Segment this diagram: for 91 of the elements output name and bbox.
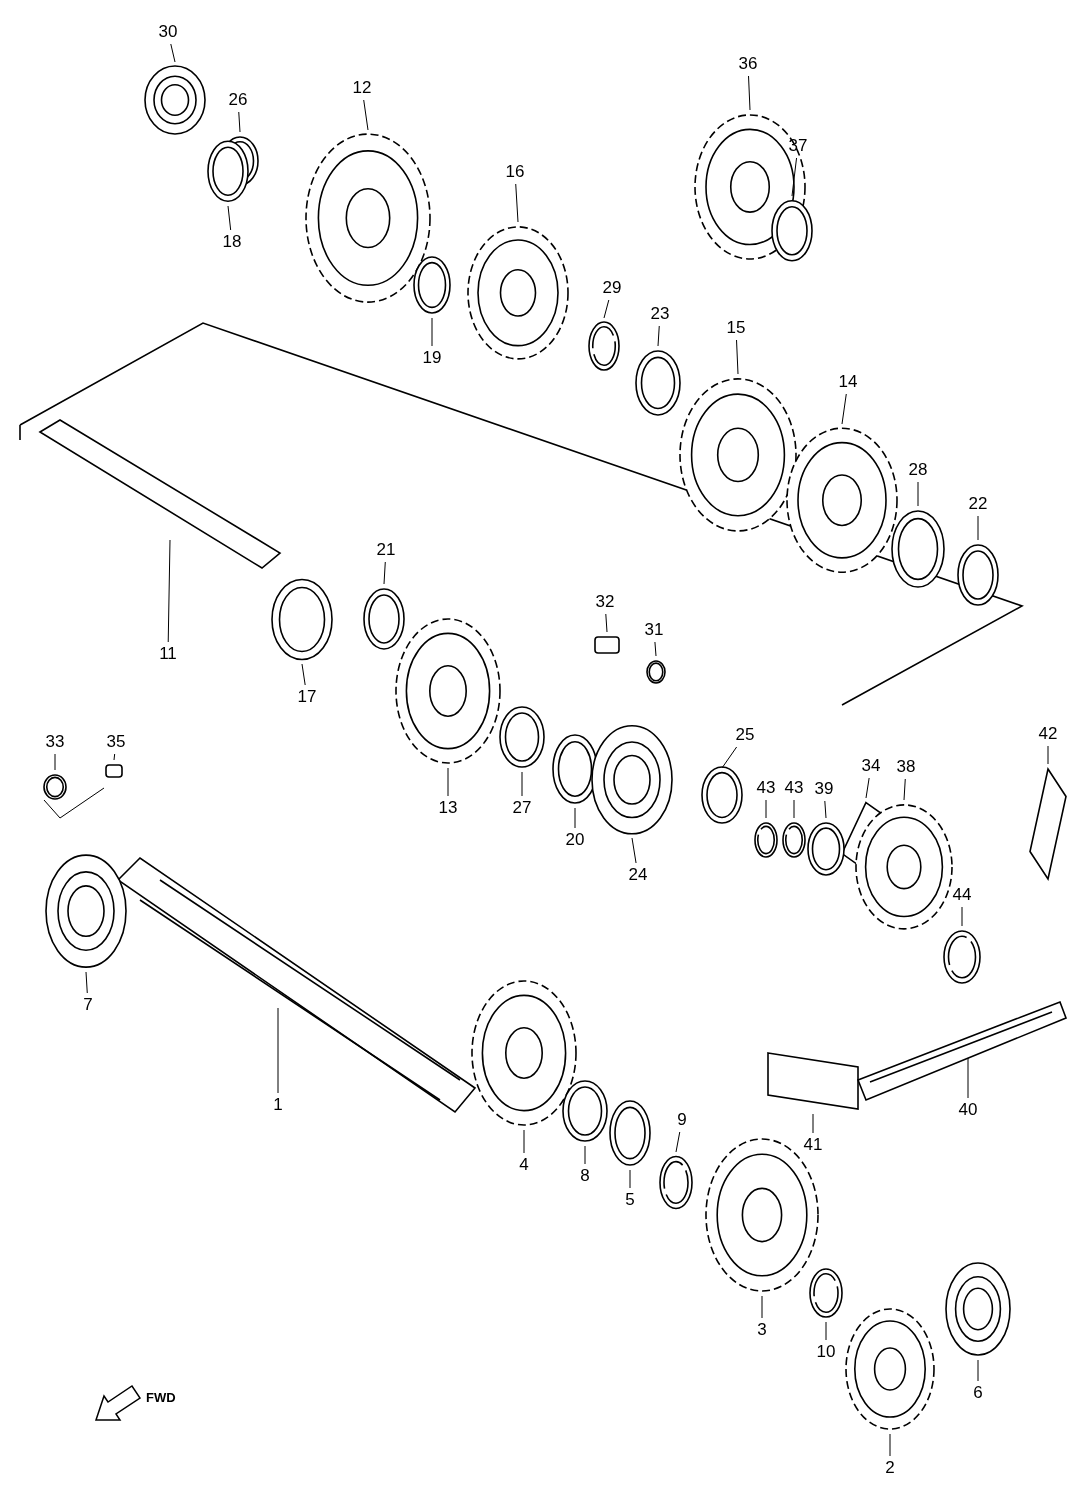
callout-number: 22 — [968, 494, 988, 514]
callout-number: 24 — [628, 865, 648, 885]
callout-number: 20 — [565, 830, 585, 850]
leader-line — [961, 906, 963, 927]
callout-number: 6 — [968, 1383, 988, 1403]
leader-line — [977, 1359, 979, 1382]
callout-number: 31 — [644, 620, 664, 640]
callout-number: 8 — [575, 1166, 595, 1186]
callout-number: 43 — [784, 778, 804, 798]
leader-line — [675, 1131, 681, 1153]
callout-number: 33 — [45, 732, 65, 752]
leader-line — [521, 771, 523, 797]
callout-number: 25 — [735, 725, 755, 745]
callout-number: 35 — [106, 732, 126, 752]
leader-line — [431, 317, 433, 347]
leader-line — [824, 800, 827, 819]
leader-line — [657, 325, 660, 347]
leader-line — [170, 43, 176, 63]
callout-number: 39 — [814, 779, 834, 799]
callout-number: 42 — [1038, 724, 1058, 744]
direction-label: FWD — [146, 1390, 176, 1406]
leader-line — [903, 778, 906, 801]
callout-number: 43 — [756, 778, 776, 798]
callout-number: 36 — [738, 54, 758, 74]
leader-line — [654, 641, 657, 657]
callout-number: 23 — [650, 304, 670, 324]
leader-line — [383, 561, 386, 585]
callout-number: 10 — [816, 1342, 836, 1362]
callout-number: 17 — [297, 687, 317, 707]
leader-line — [841, 393, 847, 425]
callout-number: 41 — [803, 1135, 823, 1155]
callout-number: 37 — [788, 136, 808, 156]
callout-number: 7 — [78, 995, 98, 1015]
leader-line — [977, 515, 979, 541]
callout-number: 5 — [620, 1190, 640, 1210]
leader-line — [584, 1145, 586, 1165]
leader-line — [363, 99, 369, 131]
callout-number: 14 — [838, 372, 858, 392]
leader-line — [812, 1113, 814, 1134]
callout-number: 32 — [595, 592, 615, 612]
callout-number: 4 — [514, 1155, 534, 1175]
callout-number: 11 — [158, 644, 178, 664]
leader-line — [917, 481, 919, 507]
callout-number: 30 — [158, 22, 178, 42]
leader-line — [736, 339, 739, 375]
leader-line — [967, 1057, 969, 1099]
leader-line — [515, 183, 519, 223]
leader-line — [277, 1007, 279, 1094]
callout-number: 2 — [880, 1458, 900, 1478]
callout-number: 26 — [228, 90, 248, 110]
leader-line — [523, 1129, 525, 1154]
leader-line — [889, 1433, 891, 1457]
leader-line — [721, 746, 738, 769]
leader-line — [793, 799, 795, 819]
leader-line — [605, 613, 608, 633]
leader-line — [865, 777, 870, 799]
leader-line — [825, 1321, 827, 1341]
callout-number: 16 — [505, 162, 525, 182]
leader-line — [765, 799, 767, 819]
leader-line — [574, 807, 576, 829]
callout-number: 1 — [268, 1095, 288, 1115]
callout-number: 9 — [672, 1110, 692, 1130]
leader-line — [238, 111, 241, 133]
callout-number: 34 — [861, 756, 881, 776]
callout-number: 19 — [422, 348, 442, 368]
callout-number: 27 — [512, 798, 532, 818]
callout-number: 29 — [602, 278, 622, 298]
leader-line — [1047, 745, 1049, 765]
leader-line — [631, 837, 637, 864]
callout-number: 21 — [376, 540, 396, 560]
callout-number: 18 — [222, 232, 242, 252]
leader-line — [167, 539, 171, 643]
callout-number: 44 — [952, 885, 972, 905]
leader-line — [748, 75, 751, 111]
leader-line — [227, 205, 232, 231]
callout-number: 40 — [958, 1100, 978, 1120]
leader-line — [85, 971, 88, 994]
callout-number: 15 — [726, 318, 746, 338]
leader-line — [54, 753, 56, 771]
leader-line — [761, 1295, 763, 1319]
leader-line — [603, 299, 610, 319]
leader-line — [447, 767, 449, 797]
leader-line — [629, 1169, 631, 1189]
callout-number: 38 — [896, 757, 916, 777]
callout-number: 28 — [908, 460, 928, 480]
callout-number: 13 — [438, 798, 458, 818]
leader-line — [113, 753, 116, 761]
callout-number: 3 — [752, 1320, 772, 1340]
leader-line — [791, 157, 798, 197]
leader-line — [301, 663, 306, 686]
callout-number: 12 — [352, 78, 372, 98]
